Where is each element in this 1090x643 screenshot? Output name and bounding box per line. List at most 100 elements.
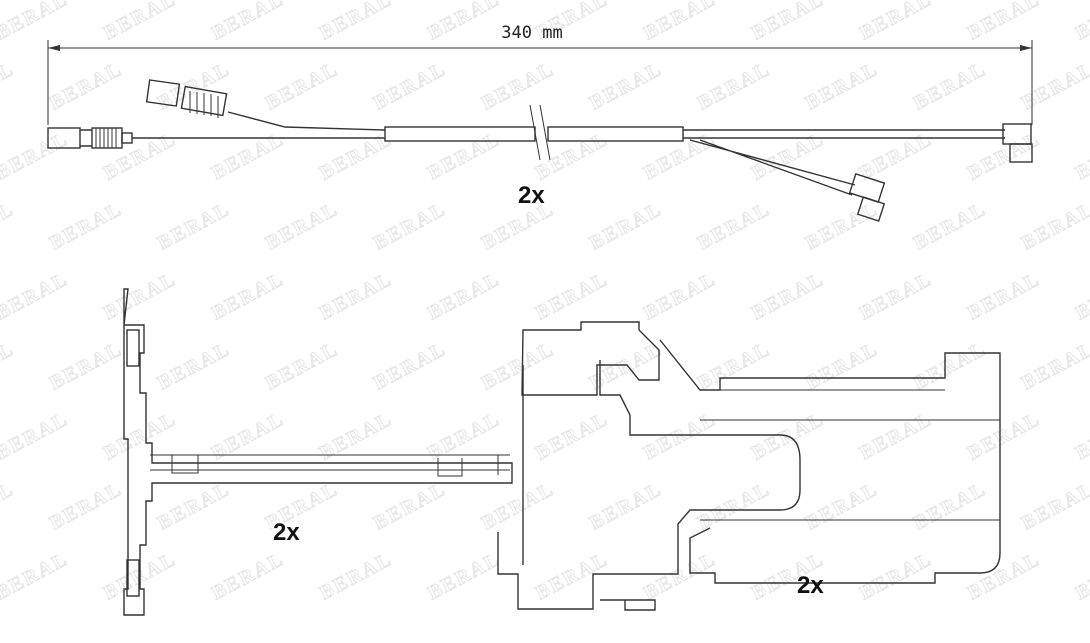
watermark-logo: BERAL xyxy=(370,198,450,254)
watermark-logo: BERAL xyxy=(370,58,450,114)
watermark-logo: BERAL xyxy=(586,478,666,534)
watermark-logo: BERAL xyxy=(748,0,828,44)
watermark-logo: BERAL xyxy=(262,338,342,394)
watermark-logo: BERAL xyxy=(424,0,504,44)
watermark-logo: BERAL xyxy=(208,268,288,324)
watermark-logo: BERAL xyxy=(748,128,828,184)
watermark-logo: BERAL xyxy=(316,408,396,464)
watermark-logo: BERAL xyxy=(100,408,180,464)
watermark-logo: BERAL xyxy=(316,128,396,184)
watermark-logo: BERAL xyxy=(424,128,504,184)
clip-small: 2x xyxy=(123,288,513,616)
watermark-logo: BERAL xyxy=(694,338,774,394)
watermark-logo: BERAL xyxy=(316,548,396,604)
watermark-logo: BERAL xyxy=(964,408,1044,464)
watermark-logo: BERAL xyxy=(1018,58,1090,114)
watermark-logo: BERAL xyxy=(586,338,666,394)
watermark-logo: BERAL xyxy=(640,548,720,604)
watermark-logo: BERAL xyxy=(100,268,180,324)
watermark-logo: BERAL xyxy=(910,198,990,254)
watermark-logo: BERAL xyxy=(532,128,612,184)
watermark-logo: BERAL xyxy=(0,198,18,254)
watermark-logo: BERAL xyxy=(1072,268,1090,324)
watermark-logo: BERAL xyxy=(856,128,936,184)
watermark-logo: BERAL xyxy=(46,478,126,534)
watermark-logo: BERAL xyxy=(910,478,990,534)
watermark-logo: BERAL xyxy=(964,268,1044,324)
watermark-logo: BERAL xyxy=(0,0,72,44)
watermark-logo: BERAL xyxy=(802,338,882,394)
watermark-logo: BERAL xyxy=(910,338,990,394)
watermark-logo: BERAL xyxy=(316,0,396,44)
watermark-logo: BERAL xyxy=(694,58,774,114)
watermark-logo: BERAL xyxy=(586,198,666,254)
sensor-cable: 2x xyxy=(47,79,1033,222)
watermark-layer: BERAL BERAL BERAL BERAL BERAL BERAL BERAL BERAL… xyxy=(0,0,1090,605)
watermark-logo: BERAL xyxy=(262,58,342,114)
watermark-logo: BERAL xyxy=(478,58,558,114)
watermark-logo: BERAL xyxy=(802,478,882,534)
watermark-logo: BERAL xyxy=(0,268,72,324)
dimension-340mm: 340 mm xyxy=(47,23,1033,125)
watermark-logo: BERAL xyxy=(640,0,720,44)
watermark-logo: BERAL xyxy=(0,478,18,534)
watermark-logo: BERAL xyxy=(262,198,342,254)
watermark-logo: BERAL xyxy=(532,548,612,604)
watermark-logo: BERAL xyxy=(154,198,234,254)
small-clip-quantity: 2x xyxy=(273,519,300,546)
watermark-logo: BERAL xyxy=(856,268,936,324)
watermark-logo: BERAL xyxy=(856,0,936,44)
watermark-logo: BERAL xyxy=(370,338,450,394)
watermark-logo: BERAL xyxy=(46,198,126,254)
watermark-logo: BERAL xyxy=(100,0,180,44)
watermark-logo: BERAL xyxy=(0,338,18,394)
watermark-logo: BERAL xyxy=(910,58,990,114)
watermark-logo: BERAL xyxy=(1018,338,1090,394)
watermark-logo: BERAL xyxy=(640,408,720,464)
watermark-logo: BERAL xyxy=(424,548,504,604)
clip-large: 2x xyxy=(497,321,1001,611)
watermark-logo: BERAL xyxy=(964,0,1044,44)
watermark-logo: BERAL xyxy=(1018,478,1090,534)
watermark-logo: BERAL xyxy=(316,268,396,324)
watermark-logo: BERAL xyxy=(748,268,828,324)
watermark-logo: BERAL xyxy=(154,58,234,114)
watermark-logo: BERAL xyxy=(424,268,504,324)
watermark-logo: BERAL xyxy=(532,408,612,464)
watermark-logo: BERAL xyxy=(208,548,288,604)
watermark-logo: BERAL xyxy=(208,0,288,44)
watermark-logo: BERAL xyxy=(0,58,18,114)
watermark-logo: BERAL xyxy=(46,58,126,114)
watermark-logo: BERAL xyxy=(640,128,720,184)
watermark-logo: BERAL xyxy=(1072,0,1090,44)
watermark-logo: BERAL xyxy=(586,58,666,114)
watermark-logo: BERAL xyxy=(370,478,450,534)
watermark-logo: BERAL xyxy=(424,408,504,464)
watermark-logo: BERAL xyxy=(640,268,720,324)
watermark-logo: BERAL xyxy=(0,128,72,184)
watermark-logo: BERAL xyxy=(478,478,558,534)
watermark-logo: BERAL xyxy=(856,548,936,604)
watermark-logo: BERAL xyxy=(0,408,72,464)
watermark-logo: BERAL xyxy=(694,198,774,254)
dimension-label: 340 mm xyxy=(501,23,562,43)
watermark-logo: BERAL xyxy=(964,548,1044,604)
watermark-logo: BERAL xyxy=(0,548,72,604)
watermark-logo: BERAL xyxy=(1072,548,1090,604)
cable-quantity: 2x xyxy=(518,182,545,209)
watermark-logo: BERAL xyxy=(154,478,234,534)
large-clip-quantity: 2x xyxy=(797,572,824,599)
watermark-logo: BERAL xyxy=(694,478,774,534)
watermark-logo: BERAL xyxy=(208,128,288,184)
watermark-logo: BERAL xyxy=(478,338,558,394)
watermark-logo: BERAL xyxy=(1072,408,1090,464)
watermark-logo: BERAL xyxy=(1072,128,1090,184)
watermark-logo: BERAL xyxy=(532,268,612,324)
watermark-logo: BERAL xyxy=(802,198,882,254)
watermark-logo: BERAL xyxy=(1018,198,1090,254)
watermark-logo: BERAL xyxy=(802,58,882,114)
watermark-logo: BERAL xyxy=(856,408,936,464)
watermark-logo: BERAL xyxy=(46,338,126,394)
